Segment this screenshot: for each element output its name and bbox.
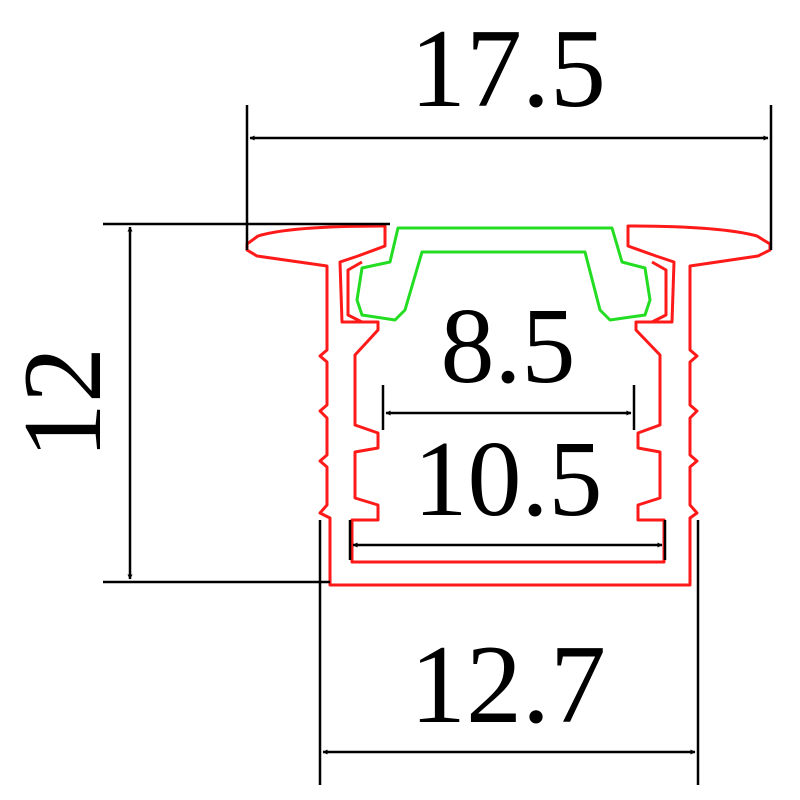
profile-outline: [245, 224, 772, 587]
profile-inner-wall-right: [651, 260, 668, 324]
profile-inner-wall-left: [346, 260, 363, 324]
height-label: 12: [1, 347, 125, 459]
dimension-labels: 17.5 12 8.5 10.5 12.7: [1, 7, 606, 747]
bottom-width-label: 12.7: [410, 623, 606, 747]
diffuser-outline: [355, 226, 652, 322]
inner-width-label: 10.5: [414, 420, 603, 539]
diffuser-cover: [355, 226, 652, 322]
top-width-label: 17.5: [410, 7, 606, 131]
inner-top-width-label: 8.5: [441, 287, 576, 406]
profile-outer-contour: [245, 224, 772, 587]
dimensions: [103, 105, 773, 785]
